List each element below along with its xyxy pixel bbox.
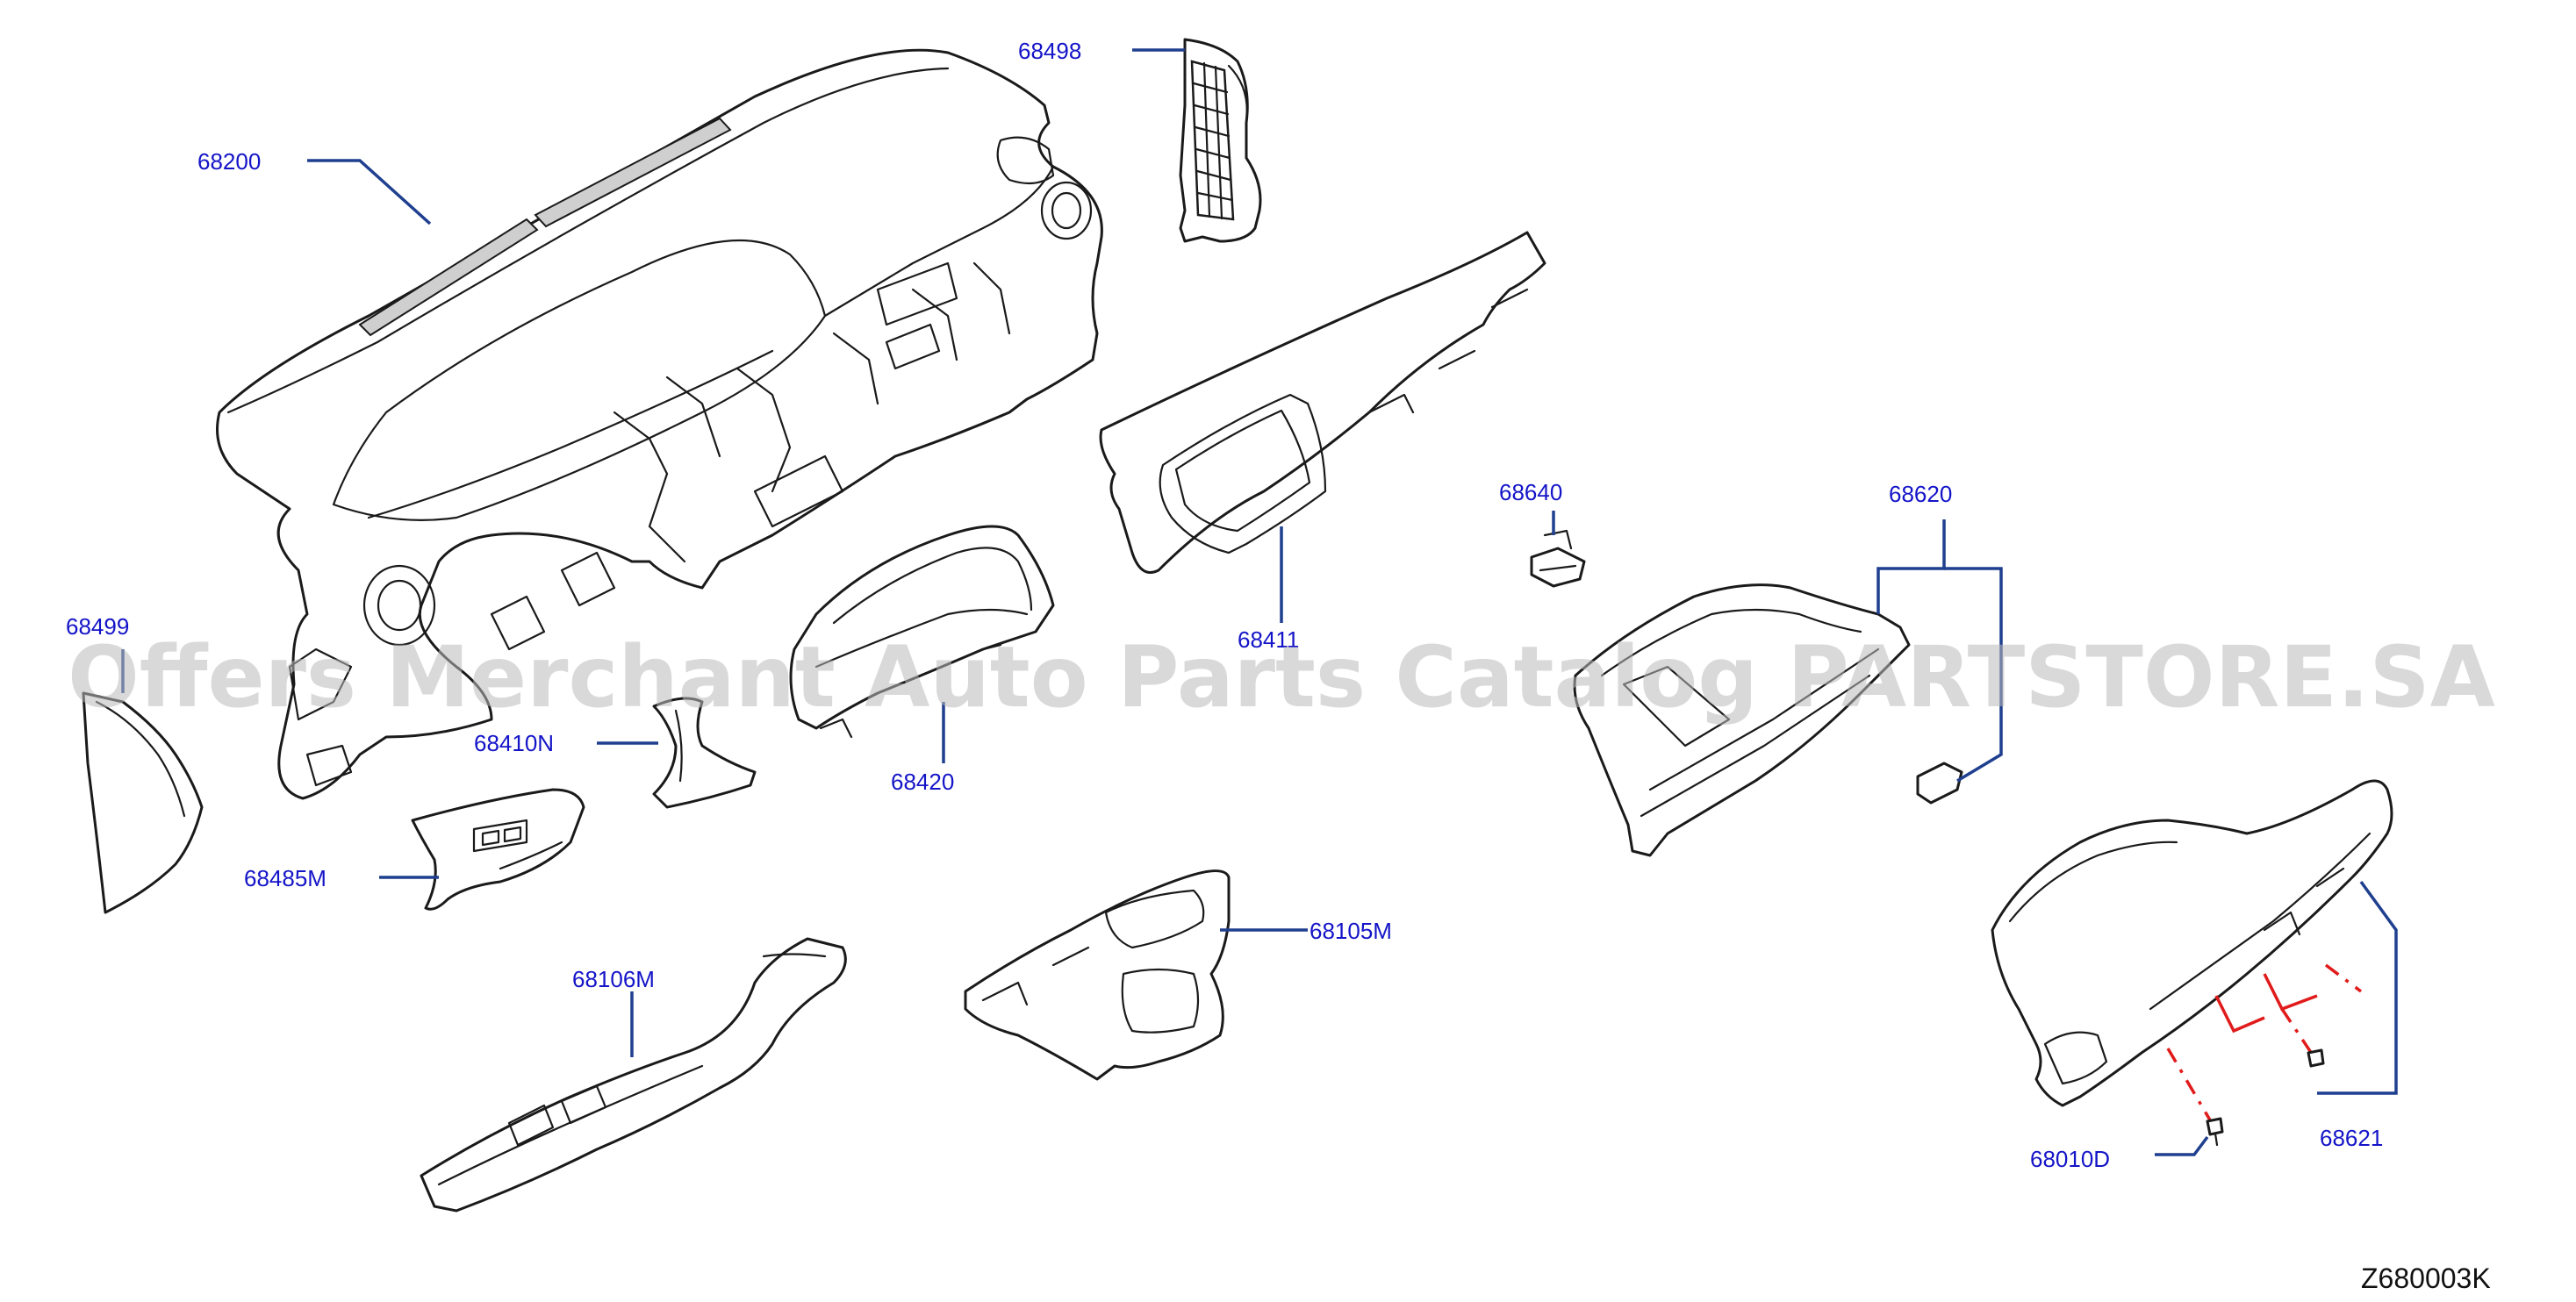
part-68621-screw[interactable]: [2307, 1048, 2325, 1068]
label-68498[interactable]: 68498: [1018, 38, 1081, 64]
label-68621[interactable]: 68621: [2320, 1125, 2383, 1151]
label-68420[interactable]: 68420: [891, 769, 954, 795]
label-68485M[interactable]: 68485M: [244, 865, 326, 891]
label-68410N[interactable]: 68410N: [474, 730, 554, 756]
part-68620-latch[interactable]: [1916, 762, 1963, 805]
part-labels: 68498 68200 68640 68620 68499 68411 6841…: [66, 38, 2383, 1172]
part-68498-side-grille[interactable]: [1179, 38, 1262, 243]
part-68499-side-cover[interactable]: [82, 691, 204, 914]
label-68200[interactable]: 68200: [197, 148, 261, 175]
part-68640-clip[interactable]: [1530, 529, 1586, 588]
part-68410N-cover[interactable]: [652, 697, 757, 809]
label-68411[interactable]: 68411: [1238, 626, 1299, 653]
label-68640[interactable]: 68640: [1499, 479, 1562, 505]
part-68621-lower-panel[interactable]: [1991, 779, 2393, 1107]
label-68106M[interactable]: 68106M: [572, 966, 655, 992]
part-68105M-center-console[interactable]: [964, 869, 1231, 1081]
label-68010D[interactable]: 68010D: [2030, 1146, 2110, 1172]
watermark: Offers Merchant Auto Parts Catalog PARTS…: [68, 628, 2495, 726]
hidden-assembly-lines: [2166, 963, 2363, 1124]
part-68411-lid-finisher[interactable]: [1099, 231, 1546, 574]
part-68010D-screw[interactable]: [2206, 1117, 2224, 1147]
part-68200-instrument-panel[interactable]: [216, 48, 1103, 800]
label-68620[interactable]: 68620: [1889, 481, 1952, 507]
label-68105M[interactable]: 68105M: [1310, 918, 1392, 944]
leader-lines: [121, 48, 2398, 1156]
part-68106M-finisher[interactable]: [420, 937, 847, 1213]
part-68420-cluster-lid[interactable]: [789, 525, 1055, 739]
part-68485M-lower-cover[interactable]: [411, 788, 585, 911]
diagram-code: Z680003K: [2361, 1263, 2491, 1294]
part-68620-glove-box[interactable]: [1573, 583, 1911, 857]
label-68499[interactable]: 68499: [66, 613, 129, 640]
